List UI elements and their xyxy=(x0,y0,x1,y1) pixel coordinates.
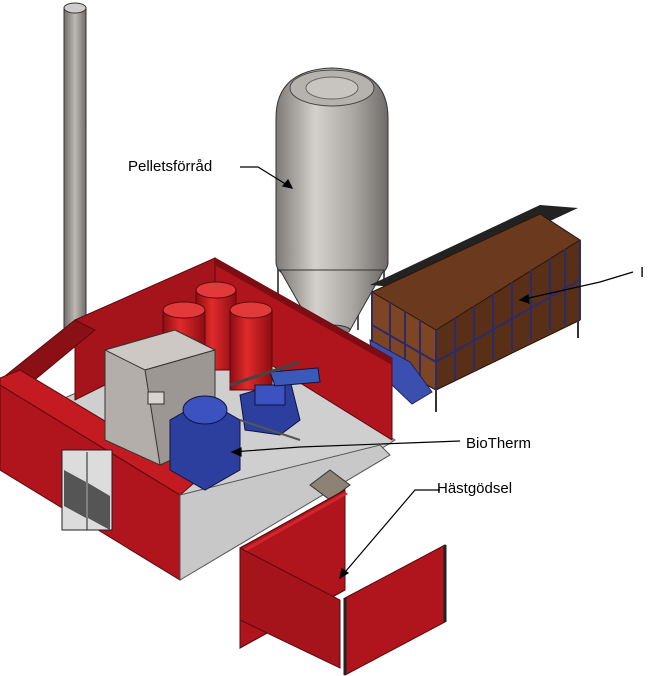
biotherm-label: BioTherm xyxy=(466,435,532,452)
chimney xyxy=(63,2,87,334)
biotherm-burner xyxy=(169,360,321,491)
leader-lines xyxy=(230,166,634,580)
fuel-container xyxy=(370,205,581,412)
pellet-storage-label: Pelletsförråd xyxy=(128,158,213,175)
partial-label: I xyxy=(640,264,645,281)
manure-bay xyxy=(239,489,447,676)
horse-manure-label: Hästgödsel xyxy=(437,480,513,497)
